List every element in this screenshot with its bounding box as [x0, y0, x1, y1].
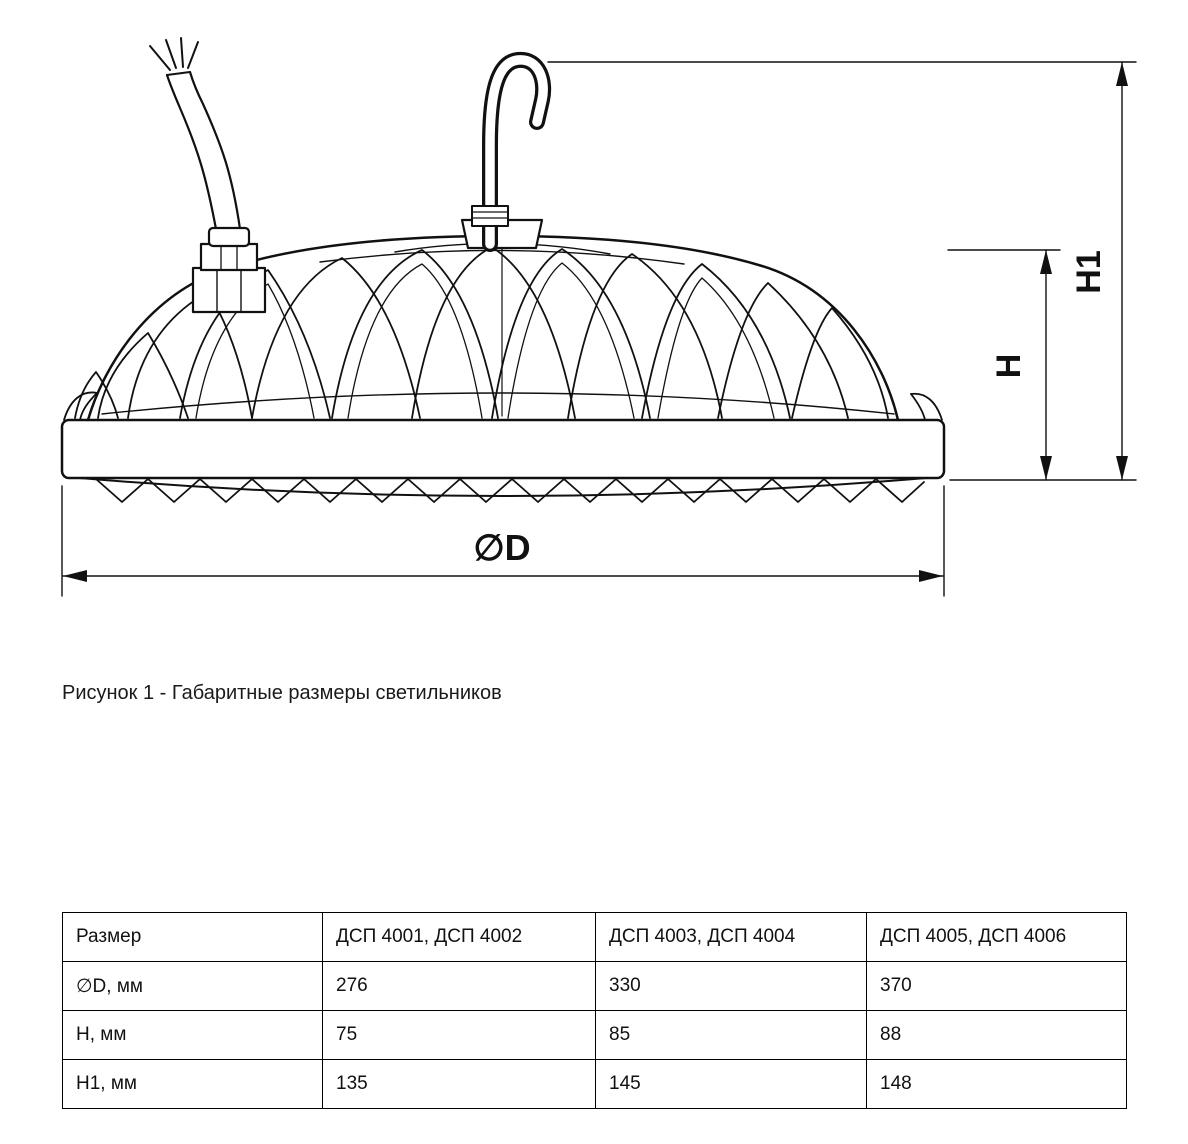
wire-strands [149, 37, 199, 71]
table-row: H, мм 75 85 88 [62, 1010, 1127, 1060]
table-cell: 370 [866, 961, 1127, 1011]
header-cell: Размер [62, 912, 323, 962]
header-cell: ДСП 4001, ДСП 4002 [322, 912, 596, 962]
table-cell: H, мм [62, 1010, 323, 1060]
luminaire-dimension-drawing: H1 H ∅D [60, 37, 1137, 597]
table-cell: ∅D, мм [62, 961, 323, 1011]
table-cell: 330 [595, 961, 867, 1011]
base-lattice [95, 478, 925, 503]
table-row: H1, мм 135 145 148 [62, 1059, 1127, 1109]
table-cell: 75 [322, 1010, 596, 1060]
dimension-h: H [947, 249, 1061, 481]
table-cell: H1, мм [62, 1059, 323, 1109]
table-cell: 135 [322, 1059, 596, 1109]
luminaire-body [63, 234, 943, 422]
table-row: ∅D, мм 276 330 370 [62, 961, 1127, 1011]
table-cell: 145 [595, 1059, 867, 1109]
dimensions-table: Размер ДСП 4001, ДСП 4002 ДСП 4003, ДСП … [62, 912, 1127, 1109]
header-cell: ДСП 4005, ДСП 4006 [866, 912, 1127, 962]
table-cell: 85 [595, 1010, 867, 1060]
table-header-row: Размер ДСП 4001, ДСП 4002 ДСП 4003, ДСП … [62, 912, 1127, 962]
dimension-h1: H1 [547, 61, 1137, 481]
dim-label-h1: H1 [1070, 250, 1108, 293]
dimension-d: ∅D [61, 485, 945, 597]
table-cell: 276 [322, 961, 596, 1011]
dim-label-d: ∅D [473, 527, 530, 568]
wire [165, 73, 218, 231]
table-cell: 148 [866, 1059, 1127, 1109]
cable-gland [149, 37, 267, 314]
table-cell: 88 [866, 1010, 1127, 1060]
figure-caption: Рисунок 1 - Габаритные размеры светильни… [62, 682, 502, 704]
dim-label-h: H [990, 354, 1028, 379]
base-plate [60, 418, 946, 503]
suspension-hook [460, 52, 552, 252]
header-cell: ДСП 4003, ДСП 4004 [595, 912, 867, 962]
